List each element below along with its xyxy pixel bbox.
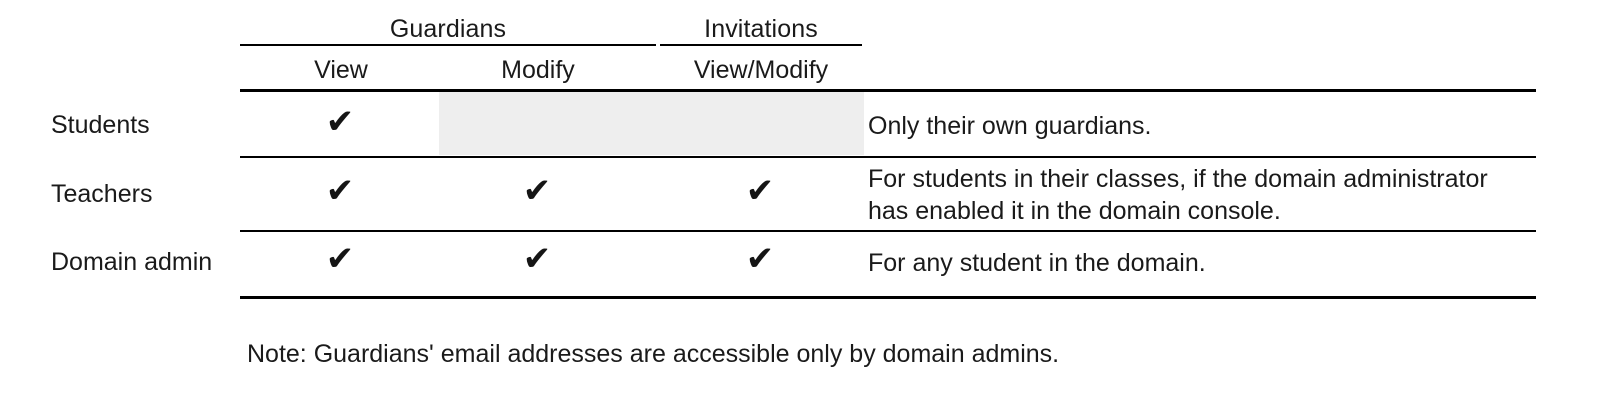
rule-row-teachers-domain-admin xyxy=(240,230,1536,232)
description-students: Only their own guardians. xyxy=(868,112,1152,140)
disabled-cell-students xyxy=(439,92,864,155)
row-label-students: Students xyxy=(51,111,150,139)
row-label-domain-admin: Domain admin xyxy=(51,248,213,276)
checkmark-teachers-guardians-view: ✔ xyxy=(325,171,355,211)
column-header-view-modify: View/Modify xyxy=(693,56,829,84)
checkmark-students-guardians-view: ✔ xyxy=(325,102,355,142)
checkmark-domain-admin-guardians-modify: ✔ xyxy=(522,239,552,279)
rule-row-students-teachers xyxy=(240,156,1536,158)
rule-under-invitations xyxy=(660,44,862,46)
checkmark-domain-admin-guardians-view: ✔ xyxy=(325,239,355,279)
checkmark-teachers-guardians-modify: ✔ xyxy=(522,171,552,211)
description-teachers: For students in their classes, if the do… xyxy=(868,165,1488,225)
group-header-invitations: Invitations xyxy=(704,15,818,43)
row-label-teachers: Teachers xyxy=(51,180,153,208)
description-domain-admin: For any student in the domain. xyxy=(868,249,1206,277)
group-header-guardians: Guardians xyxy=(389,15,507,43)
checkmark-teachers-invitations: ✔ xyxy=(745,171,775,211)
column-header-view: View xyxy=(314,56,368,84)
rule-header-body xyxy=(240,89,1536,92)
column-header-modify: Modify xyxy=(501,56,575,84)
checkmark-domain-admin-invitations: ✔ xyxy=(745,239,775,279)
rule-table-bottom xyxy=(240,296,1536,299)
rule-under-guardians xyxy=(240,44,656,46)
table-footnote: Note: Guardians' email addresses are acc… xyxy=(247,340,1060,368)
